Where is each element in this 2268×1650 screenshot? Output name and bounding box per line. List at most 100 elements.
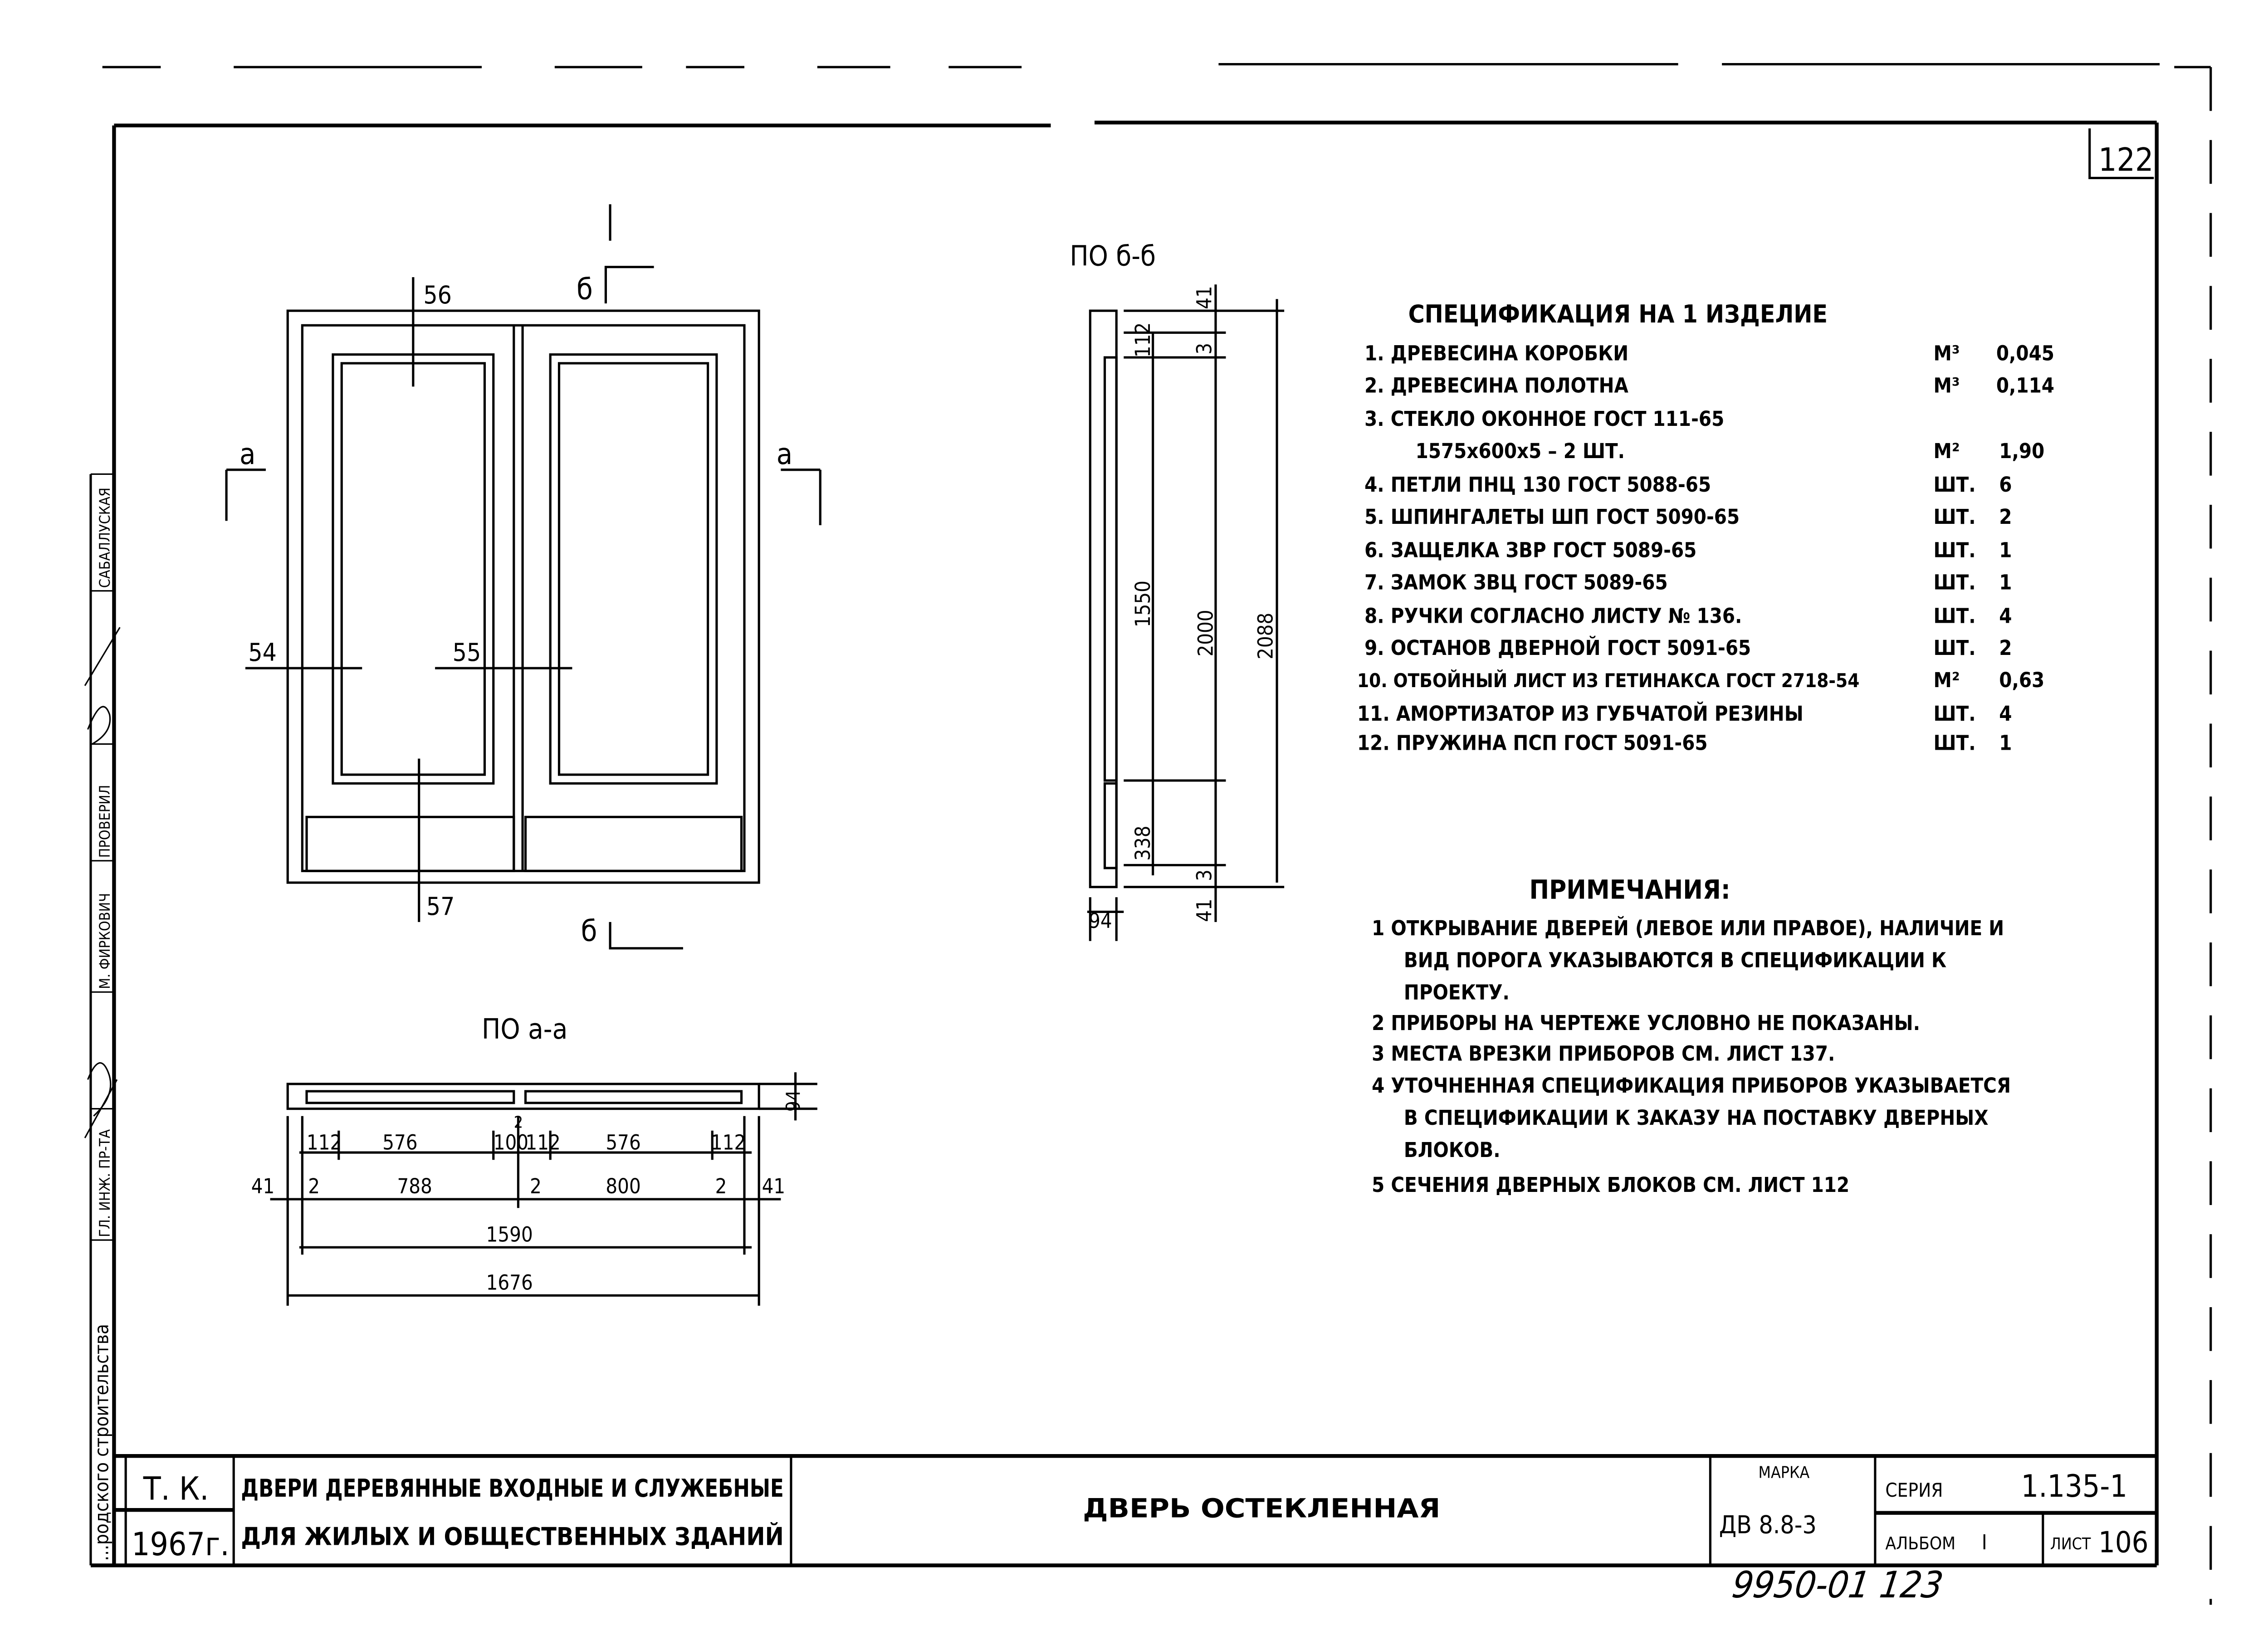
dim-aa-2-right: 2 — [715, 1174, 727, 1198]
series-title-line-2: ДЛЯ ЖИЛЫХ И ОБЩЕСТВЕННЫХ ЗДАНИЙ — [241, 1521, 784, 1551]
series-label: СЕРИЯ — [1885, 1479, 1943, 1501]
callout-56: 56 — [423, 280, 452, 309]
svg-text:ШТ.: ШТ. — [1934, 636, 1976, 660]
dim-bb-41-top: 41 — [1192, 286, 1216, 309]
svg-text:ШТ.: ШТ. — [1934, 571, 1976, 595]
svg-text:1. ДРЕВЕСИНА КОРОБКИ: 1. ДРЕВЕСИНА КОРОБКИ — [1364, 342, 1628, 366]
spec-row: 1. ДРЕВЕСИНА КОРОБКИ М³ 0,045 — [1364, 342, 2054, 366]
svg-text:1575х600х5 – 2 ШТ.: 1575х600х5 – 2 ШТ. — [1416, 439, 1625, 463]
notes: ПРИМЕЧАНИЯ: 1 ОТКРЫВАНИЕ ДВЕРЕЙ (ЛЕВОЕ И… — [1372, 874, 2011, 1197]
dim-bb-1550: 1550 — [1131, 581, 1155, 627]
callout-55: 55 — [453, 638, 481, 667]
section-mark-a-left: а — [240, 437, 255, 471]
svg-text:ШТ.: ШТ. — [1934, 604, 1976, 628]
dim-aa-100: 100 — [494, 1131, 528, 1155]
mark-label: МАРКА — [1759, 1463, 1810, 1482]
dim-aa-2-mid: 2 — [514, 1113, 523, 1132]
drawing-title: ДВЕРЬ ОСТЕКЛЕННАЯ — [1083, 1493, 1440, 1523]
dim-aa-576-1: 576 — [382, 1131, 417, 1155]
dim-bb-41-bottom: 41 — [1192, 898, 1216, 922]
archive-number: 9950-01 123 — [1730, 1564, 1945, 1607]
top-dashed-border — [102, 63, 2212, 1605]
dim-aa-112-1: 112 — [307, 1131, 342, 1155]
dim-bb-2000: 2000 — [1194, 610, 1218, 656]
dim-aa-1590: 1590 — [486, 1222, 533, 1246]
svg-text:9. ОСТАНОВ ДВЕРНОЙ ГОСТ 5091-6: 9. ОСТАНОВ ДВЕРНОЙ ГОСТ 5091-65 — [1364, 636, 1751, 660]
svg-text:2. ДРЕВЕСИНА ПОЛОТНА: 2. ДРЕВЕСИНА ПОЛОТНА — [1364, 373, 1628, 397]
note-line: ВИД ПОРОГА УКАЗЫВАЮТСЯ В СПЕЦИФИКАЦИИ К — [1404, 948, 1946, 972]
sheet-number: 122 — [2098, 141, 2153, 178]
tk-label: Т. К. — [143, 1470, 209, 1508]
svg-text:5. ШПИНГАЛЕТЫ ШП ГОСТ 5090-65: 5. ШПИНГАЛЕТЫ ШП ГОСТ 5090-65 — [1364, 505, 1740, 529]
title-block: Т. К. 1967г. ДВЕРИ ДЕРЕВЯННЫЕ ВХОДНЫЕ И … — [114, 1456, 2157, 1566]
name-saballuskaya: САБАЛЛУСКАЯ — [96, 488, 113, 588]
svg-text:М³: М³ — [1934, 342, 1960, 366]
svg-text:М²: М² — [1934, 439, 1960, 463]
svg-text:ШТ.: ШТ. — [1934, 731, 1976, 755]
spec-row: 8. РУЧКИ СОГЛАСНО ЛИСТУ № 136. ШТ. 4 — [1364, 604, 2012, 628]
note-line: 3 МЕСТА ВРЕЗКИ ПРИБОРОВ СМ. ЛИСТ 137. — [1372, 1041, 1835, 1065]
svg-text:6: 6 — [1999, 473, 2012, 497]
svg-text:11. АМОРТИЗАТОР ИЗ ГУБЧАТОЙ РЕ: 11. АМОРТИЗАТОР ИЗ ГУБЧАТОЙ РЕЗИНЫ — [1357, 702, 1804, 726]
dim-bb-3-bottom: 3 — [1192, 869, 1216, 881]
note-line: 5 СЕЧЕНИЯ ДВЕРНЫХ БЛОКОВ СМ. ЛИСТ 112 — [1372, 1173, 1849, 1197]
dim-aa-94: 94 — [782, 1090, 804, 1112]
dim-bb-112: 112 — [1131, 322, 1155, 357]
dim-bb-2088: 2088 — [1253, 613, 1277, 659]
album-value: I — [1982, 1530, 1987, 1554]
dim-aa-1676: 1676 — [486, 1270, 533, 1294]
dim-bb-94: 94 — [1089, 909, 1112, 933]
svg-text:1: 1 — [1999, 571, 2012, 595]
svg-text:2: 2 — [1999, 636, 2012, 660]
svg-text:ШТ.: ШТ. — [1934, 538, 1976, 562]
notes-title: ПРИМЕЧАНИЯ: — [1530, 874, 1730, 905]
spec-row: 10. ОТБОЙНЫЙ ЛИСТ ИЗ ГЕТИНАКСА ГОСТ 2718… — [1357, 668, 2044, 692]
dim-aa-576-2: 576 — [606, 1131, 640, 1155]
section-bb-title: ПО б-б — [1070, 240, 1156, 272]
svg-text:0,114: 0,114 — [1996, 373, 2054, 397]
year: 1967г. — [132, 1525, 230, 1563]
svg-text:0,63: 0,63 — [1999, 668, 2044, 692]
specification-table: СПЕЦИФИКАЦИЯ НА 1 ИЗДЕЛИЕ 1. ДРЕВЕСИНА К… — [1357, 299, 2054, 755]
note-line: В СПЕЦИФИКАЦИИ К ЗАКАЗУ НА ПОСТАВКУ ДВЕР… — [1404, 1106, 1989, 1130]
dim-aa-41-left: 41 — [251, 1174, 275, 1198]
sheet-label: ЛИСТ — [2050, 1535, 2091, 1553]
role-checked: ПРОВЕРИЛ — [96, 785, 113, 858]
note-line: 4 УТОЧНЕННАЯ СПЕЦИФИКАЦИЯ ПРИБОРОВ УКАЗЫ… — [1372, 1074, 2011, 1098]
dim-aa-788: 788 — [397, 1174, 432, 1198]
svg-text:1: 1 — [1999, 731, 2012, 755]
svg-text:10. ОТБОЙНЫЙ ЛИСТ ИЗ ГЕТИНАКСА: 10. ОТБОЙНЫЙ ЛИСТ ИЗ ГЕТИНАКСА ГОСТ 2718… — [1357, 669, 1859, 692]
section-mark-a-right: а — [777, 437, 792, 471]
dim-aa-112-2: 112 — [526, 1131, 561, 1155]
dim-aa-41-right: 41 — [762, 1174, 786, 1198]
note-line: БЛОКОВ. — [1404, 1138, 1501, 1162]
svg-text:4. ПЕТЛИ ПНЦ 130 ГОСТ 5088-65: 4. ПЕТЛИ ПНЦ 130 ГОСТ 5088-65 — [1364, 473, 1711, 497]
svg-text:ШТ.: ШТ. — [1934, 702, 1976, 726]
dim-bb-3-top: 3 — [1192, 343, 1216, 355]
svg-text:4: 4 — [1999, 604, 2012, 628]
svg-text:3. СТЕКЛО ОКОННОЕ ГОСТ 111-65: 3. СТЕКЛО ОКОННОЕ ГОСТ 111-65 — [1364, 407, 1724, 431]
mark-value: ДВ 8.8-3 — [1719, 1510, 1817, 1539]
side-stamp: ...родского строительства ГЛ. ИНЖ. ПР-ТА… — [84, 473, 121, 1566]
svg-text:4: 4 — [1999, 702, 2012, 726]
album-label: АЛЬБОМ — [1885, 1533, 1955, 1554]
sheet-number-box: 122 — [2088, 128, 2154, 180]
svg-text:0,045: 0,045 — [1996, 342, 2054, 366]
sheet-frame — [90, 121, 2159, 1567]
callout-57: 57 — [426, 892, 455, 921]
door-elevation: 56 54 55 57 б б а а — [225, 204, 821, 950]
spec-row: 9. ОСТАНОВ ДВЕРНОЙ ГОСТ 5091-65 ШТ. 2 — [1364, 636, 2012, 660]
dim-aa-800: 800 — [606, 1174, 640, 1198]
callout-54: 54 — [248, 638, 277, 667]
svg-text:8. РУЧКИ СОГЛАСНО ЛИСТУ № 136.: 8. РУЧКИ СОГЛАСНО ЛИСТУ № 136. — [1364, 604, 1742, 628]
section-a-a: ПО а-а 94 112 576 100 112 576 112 2 41 — [251, 1013, 817, 1306]
svg-text:7. ЗАМОК ЗВЦ ГОСТ 5089-65: 7. ЗАМОК ЗВЦ ГОСТ 5089-65 — [1364, 571, 1668, 595]
note-line: ПРОЕКТУ. — [1404, 980, 1510, 1004]
dim-bb-338: 338 — [1131, 826, 1155, 861]
